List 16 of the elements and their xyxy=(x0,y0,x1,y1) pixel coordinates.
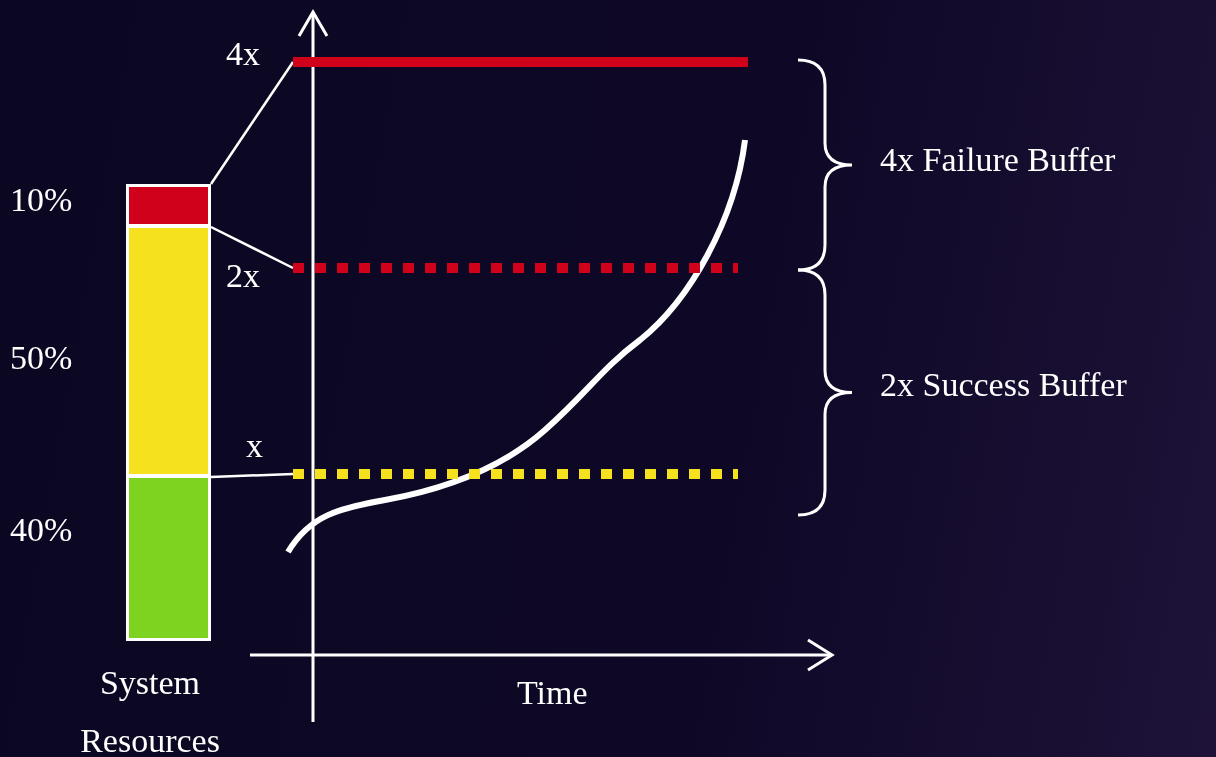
percentage-label: 40% xyxy=(10,512,73,548)
bar-caption: System Resources xyxy=(79,663,221,757)
percentage-label: 10% xyxy=(10,182,73,218)
leader-line xyxy=(209,61,295,185)
leader-line xyxy=(210,472,294,479)
bar-segment xyxy=(126,184,211,227)
percentage-label: 50% xyxy=(10,340,73,376)
multiplier-label: x xyxy=(246,428,263,464)
buffer-label: 4x Failure Buffer xyxy=(880,142,1116,178)
multiplier-label: 2x xyxy=(226,258,260,294)
bar-segment xyxy=(126,225,211,477)
axis-label: Time xyxy=(517,675,588,711)
bar-segment xyxy=(126,475,211,641)
multiplier-label: 4x xyxy=(226,36,260,72)
buffer-label: 2x Success Buffer xyxy=(880,367,1127,403)
leader-line xyxy=(210,225,294,270)
